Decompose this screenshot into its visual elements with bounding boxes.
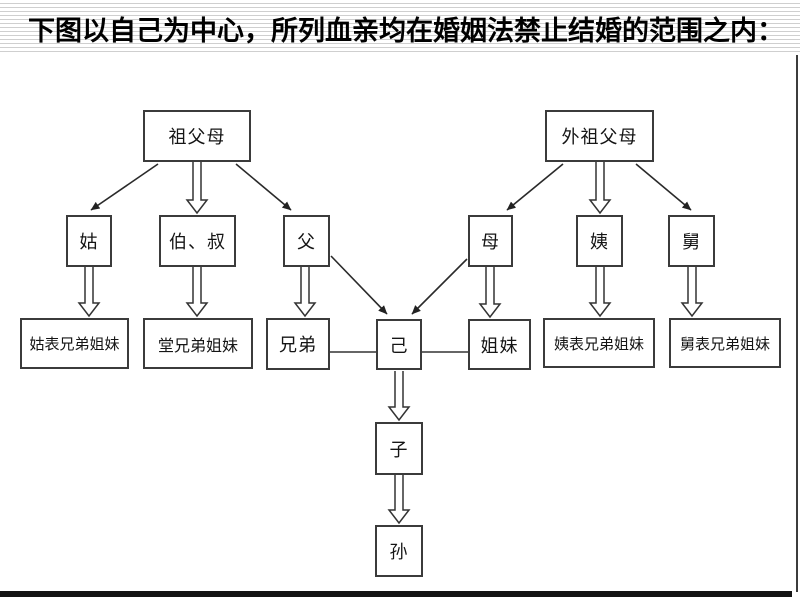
right-border-line — [796, 55, 798, 592]
arrow-fu-to-ji — [330, 255, 388, 315]
block-arrow-zi-to-sun — [387, 475, 411, 525]
node-jiemei: 姐妹 — [468, 319, 531, 370]
node-tangxiongdi: 堂兄弟姐妹 — [143, 318, 253, 369]
block-arrow-zufumu-to-boshu — [185, 162, 209, 215]
node-jiubiao: 舅表兄弟姐妹 — [669, 318, 781, 368]
arrow-waizufumu-to-jiu — [635, 163, 692, 211]
node-sun: 孙 — [375, 525, 423, 577]
block-arrow-waizufumu-to-yi — [588, 162, 612, 215]
bottom-bar — [0, 591, 792, 597]
node-zi: 子 — [375, 422, 423, 475]
node-zufumu: 祖父母 — [143, 110, 251, 162]
arrow-mu-to-ji — [411, 258, 468, 315]
node-xiongdi: 兄弟 — [266, 318, 330, 370]
block-arrow-ji-to-zi — [387, 371, 411, 422]
node-gubiao: 姑表兄弟姐妹 — [20, 318, 129, 369]
block-arrow-yi-to-yibiao — [588, 267, 612, 318]
node-yibiao: 姨表兄弟姐妹 — [543, 318, 655, 368]
pinstripe-band-decoration — [0, 0, 800, 54]
arrow-zufumu-to-gu — [90, 163, 159, 211]
node-mu: 母 — [468, 215, 513, 267]
slide-title: 下图以自己为中心，所列血亲均在婚姻法禁止结婚的范围之内： — [28, 16, 784, 46]
block-arrow-mu-to-jiemei — [478, 267, 502, 319]
block-arrow-fu-to-xiongdi — [293, 267, 317, 318]
block-arrow-boshu-to-tangxiongdi — [185, 267, 209, 318]
node-waizufumu: 外祖父母 — [545, 110, 654, 162]
node-yi: 姨 — [576, 215, 623, 267]
node-ji: 己 — [376, 319, 422, 370]
node-jiu: 舅 — [668, 215, 715, 267]
node-boshu: 伯、叔 — [159, 215, 236, 267]
block-arrow-jiu-to-jiubiao — [680, 267, 704, 318]
node-gu: 姑 — [66, 215, 112, 267]
arrow-waizufumu-to-mu — [506, 163, 564, 211]
block-arrow-gu-to-gubiao — [77, 267, 101, 318]
arrow-zufumu-to-fu — [235, 163, 292, 211]
node-fu: 父 — [283, 215, 330, 267]
